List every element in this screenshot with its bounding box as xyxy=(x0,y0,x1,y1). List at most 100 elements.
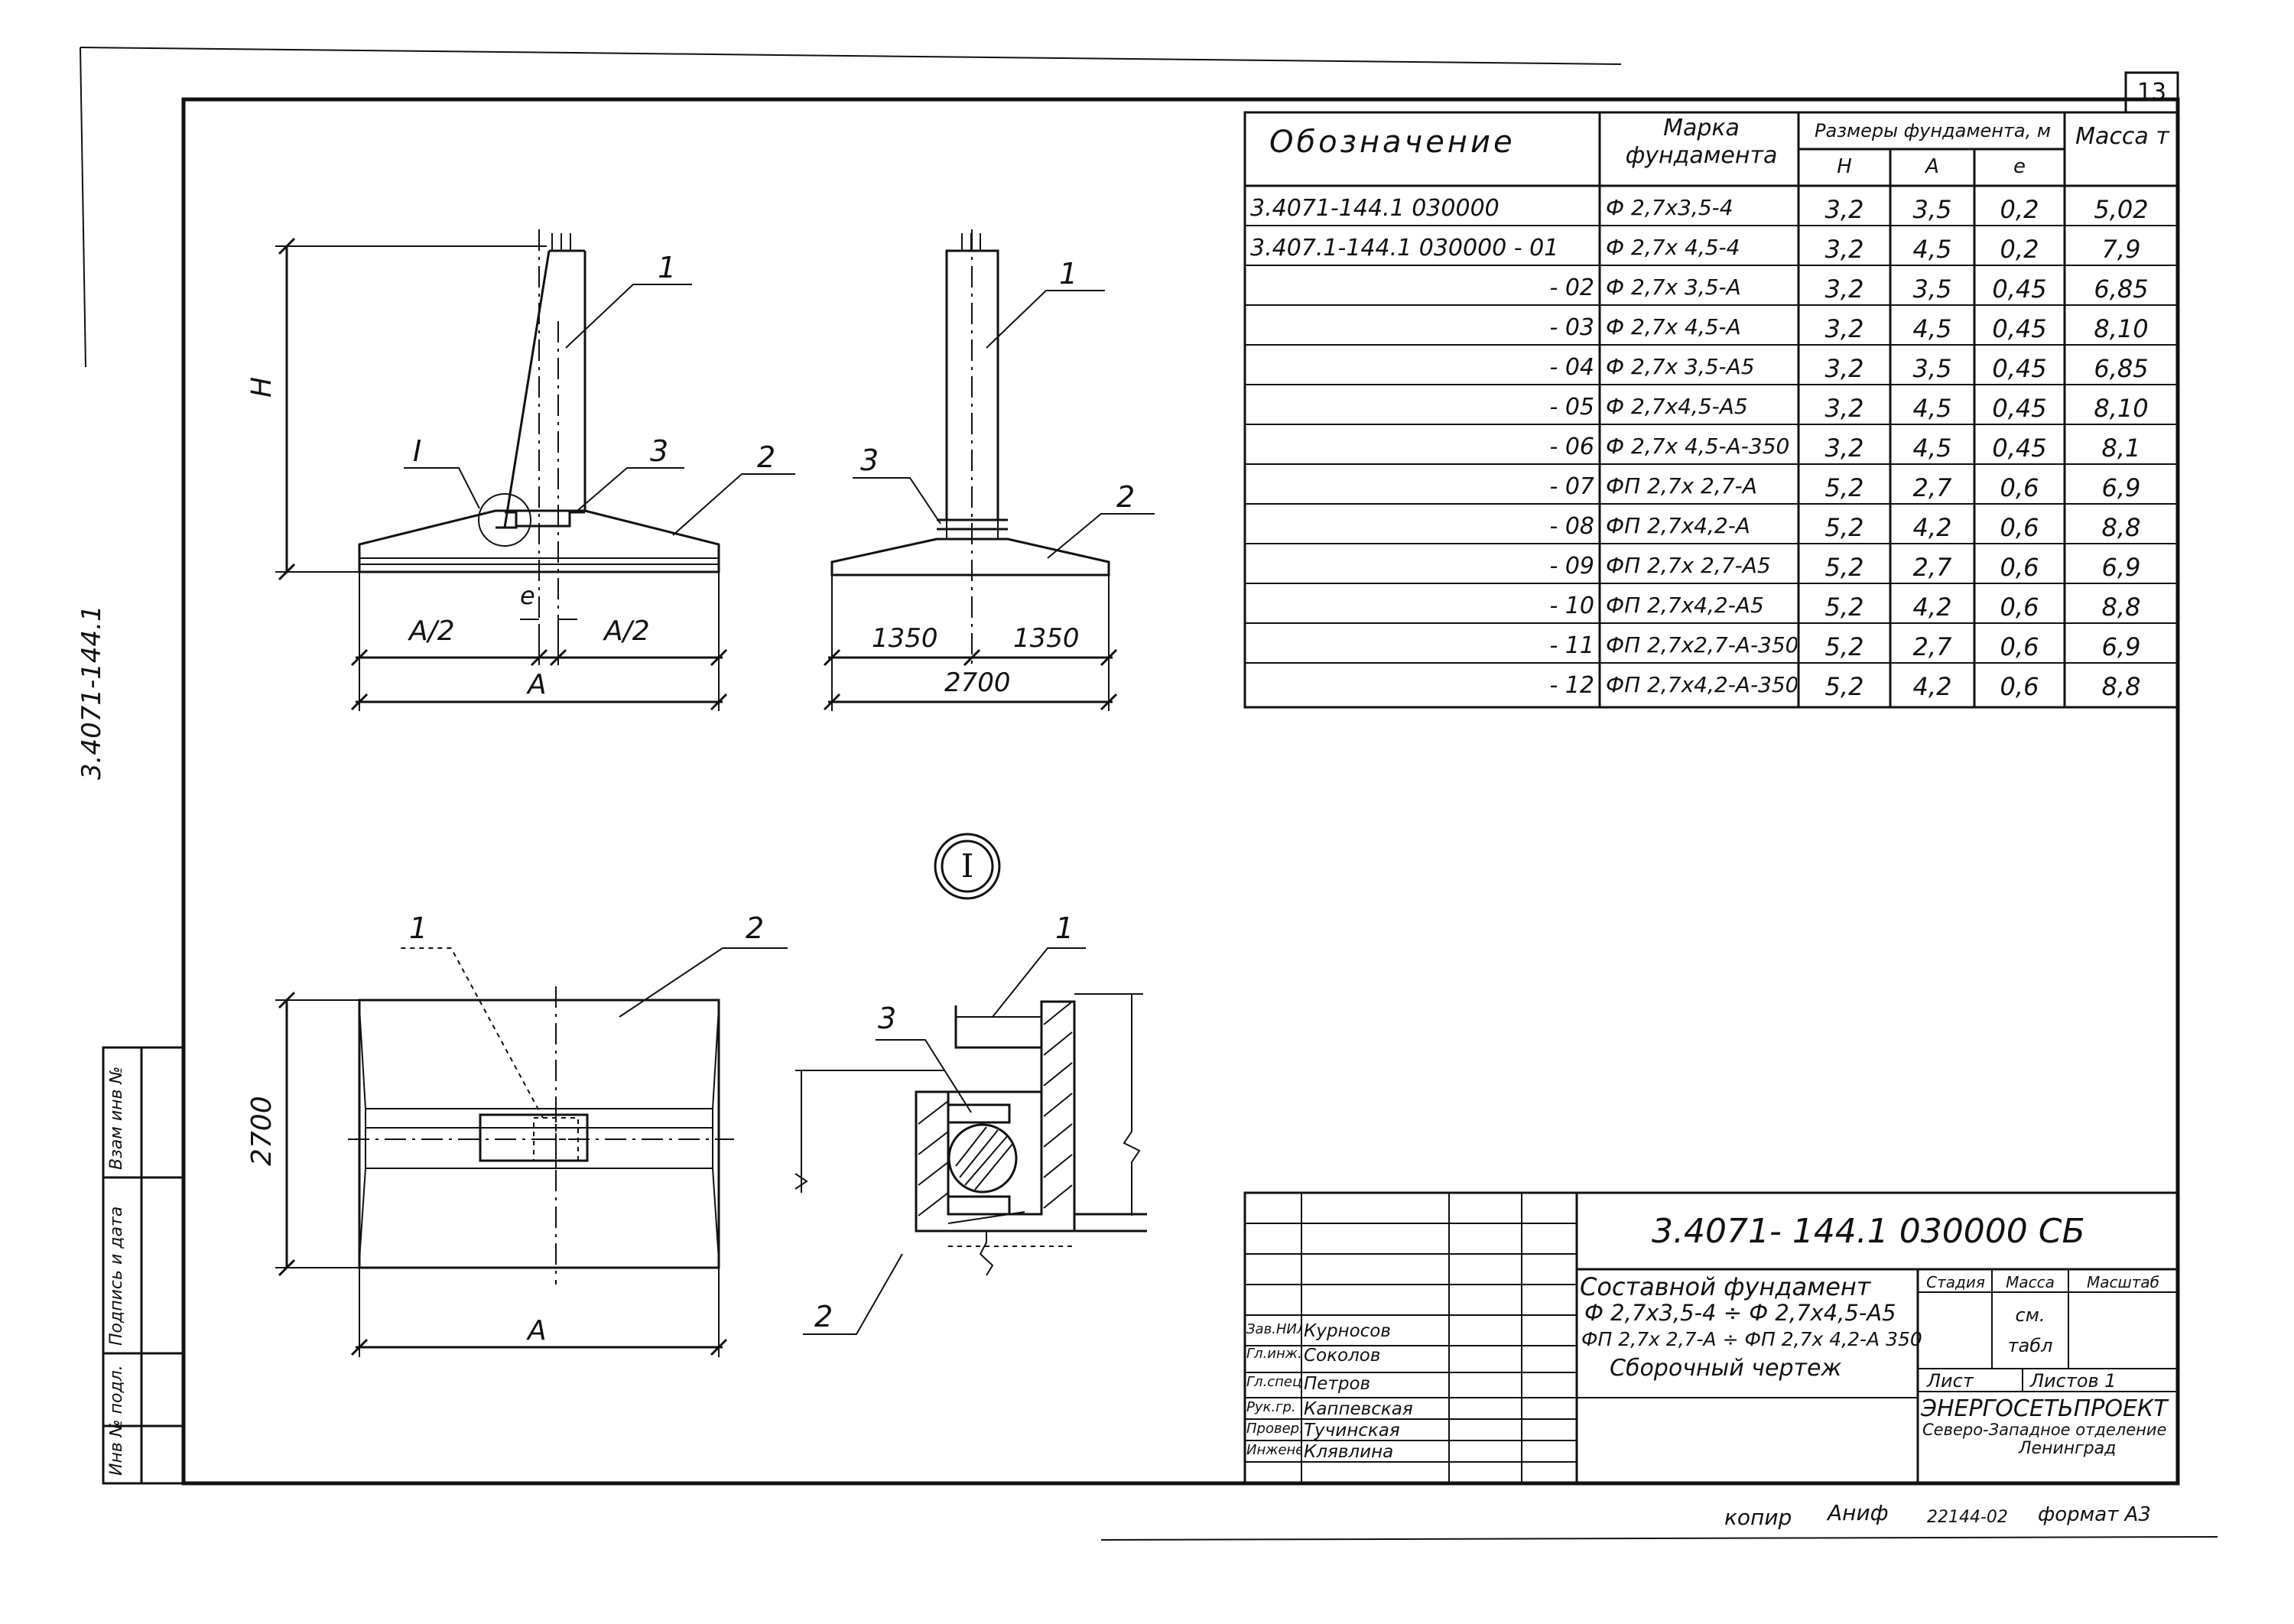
cell-code: 3.4071-144.1 030000 xyxy=(1250,195,1500,222)
cell-a: 4,2 xyxy=(1912,513,1952,542)
staff-role: Гл.спец. xyxy=(1246,1374,1301,1390)
strip-podpis: Подпись и дата xyxy=(107,1206,126,1346)
cell-mark: ФП 2,7х2,7-А-350 xyxy=(1606,632,1797,658)
specification-table xyxy=(1243,111,2179,709)
cell-massa: 5,02 xyxy=(2094,195,2149,224)
header-oboznachenie: Обозначение xyxy=(1269,125,1516,160)
sheet-number: 13 xyxy=(2136,79,2167,106)
cell-massa: 7,9 xyxy=(2101,235,2141,264)
staff-role: Провер. xyxy=(1246,1421,1301,1437)
cell-mark: Ф 2,7х 4,5-А xyxy=(1606,314,1741,339)
cell-code: - 09 xyxy=(1549,553,1594,580)
cell-h: 3,2 xyxy=(1824,235,1864,264)
cell-e: 0,45 xyxy=(1992,274,2047,304)
staff-name: Петров xyxy=(1304,1374,1371,1394)
detail-i xyxy=(794,833,1147,1335)
label-pos-3: 3 xyxy=(650,434,669,468)
header-massa: Масса т xyxy=(2075,123,2169,150)
main-frame xyxy=(181,97,2180,1486)
title-name-line-4: Сборочный чертеж xyxy=(1610,1355,1842,1382)
label-dim-e: е xyxy=(520,581,535,610)
cell-e: 0,45 xyxy=(1992,434,2047,463)
header-h: Н xyxy=(1837,155,1852,178)
cell-code: 3.407.1-144.1 030000 - 01 xyxy=(1250,235,1559,261)
label-dim-a: А xyxy=(528,669,547,700)
label-massa: Масса xyxy=(2006,1273,2055,1291)
label-listov: Листов 1 xyxy=(2030,1370,2117,1392)
cell-mark: Ф 2,7х 3,5-А xyxy=(1606,274,1741,300)
cell-e: 0,2 xyxy=(2000,195,2039,224)
cell-code: - 12 xyxy=(1549,672,1594,699)
cell-massa: 8,8 xyxy=(2101,513,2141,542)
label-plan-pos-2: 2 xyxy=(746,911,765,945)
cell-a: 4,2 xyxy=(1912,593,1952,622)
cell-h: 5,2 xyxy=(1824,672,1864,701)
label-detail-pos-2: 2 xyxy=(814,1300,833,1333)
cell-h: 3,2 xyxy=(1824,394,1864,423)
cell-e: 0,2 xyxy=(2000,235,2039,264)
header-a: А xyxy=(1925,155,1939,178)
label-plan-dim-a: А xyxy=(528,1315,547,1346)
title-name-line-3: ФП 2,7х 2,7-А ÷ ФП 2,7х 4,2-А 350 xyxy=(1581,1328,1922,1350)
label-stadia: Стадия xyxy=(1926,1273,1985,1291)
org-name: ЭНЕРГОСЕТЬПРОЕКТ xyxy=(1921,1395,2168,1422)
cell-massa: 6,9 xyxy=(2101,473,2141,502)
label-masshtab: Масштаб xyxy=(2086,1273,2160,1291)
strip-vzam: Взам инв № xyxy=(107,1066,126,1170)
cell-code: - 03 xyxy=(1549,314,1594,341)
left-strip-frame xyxy=(102,1046,185,1485)
label-roman-i: I xyxy=(413,434,422,468)
cell-a: 3,5 xyxy=(1912,195,1952,224)
cell-e: 0,6 xyxy=(2000,672,2039,701)
label-side-pos-1: 1 xyxy=(1059,257,1078,291)
cell-mark: ФП 2,7х 2,7-А xyxy=(1606,473,1757,499)
footer-format: формат А3 xyxy=(2038,1503,2151,1526)
cell-e: 0,6 xyxy=(2000,513,2039,542)
detail-marker-i: I xyxy=(960,847,974,885)
cell-massa: 6,85 xyxy=(2094,354,2149,383)
label-dim-1350-left: 1350 xyxy=(872,623,938,654)
cell-code: - 11 xyxy=(1549,632,1594,659)
cell-massa: 8,1 xyxy=(2101,434,2141,463)
staff-role: Гл.инж.пр. xyxy=(1246,1346,1301,1362)
cell-code: - 04 xyxy=(1549,354,1594,381)
header-e: е xyxy=(2013,155,2026,178)
label-side-pos-3: 3 xyxy=(860,443,879,477)
label-detail-pos-3: 3 xyxy=(878,1002,897,1035)
cell-h: 5,2 xyxy=(1824,473,1864,502)
plan-view xyxy=(275,947,788,1357)
header-marka: Марка фундамента xyxy=(1625,115,1778,169)
title-name-line-1: Составной фундамент xyxy=(1580,1272,1871,1301)
cell-e: 0,45 xyxy=(1992,314,2047,343)
staff-role: Инженер xyxy=(1246,1442,1301,1458)
label-dim-2700: 2700 xyxy=(944,667,1011,698)
header-razmery: Размеры фундамента, м xyxy=(1815,120,2051,141)
cell-a: 4,5 xyxy=(1912,434,1952,463)
cell-mark: Ф 2,7х4,5-А5 xyxy=(1606,394,1748,419)
cell-mark: ФП 2,7х4,2-А-350 xyxy=(1606,672,1797,697)
cell-massa: 8,8 xyxy=(2101,593,2141,622)
cell-a: 4,5 xyxy=(1912,314,1952,343)
cell-mark: ФП 2,7х4,2-А5 xyxy=(1606,593,1764,618)
cell-mark: ФП 2,7х4,2-А xyxy=(1606,513,1750,538)
cell-h: 3,2 xyxy=(1824,195,1864,224)
massa-value: см. табл xyxy=(2007,1304,2053,1356)
cell-massa: 8,10 xyxy=(2094,314,2149,343)
label-dim-a2-left: А/2 xyxy=(409,615,455,647)
label-dim-a2-right: А/2 xyxy=(604,615,650,647)
cell-mark: Ф 2,7х 3,5-А5 xyxy=(1606,354,1755,379)
cell-mark: Ф 2,7х 4,5-4 xyxy=(1606,235,1740,260)
staff-name: Тучинская xyxy=(1304,1421,1400,1440)
label-side-pos-2: 2 xyxy=(1116,480,1136,514)
footer-kopir-name: Аниф xyxy=(1828,1500,1889,1525)
cell-e: 0,45 xyxy=(1992,354,2047,383)
cell-h: 5,2 xyxy=(1824,593,1864,622)
cell-h: 3,2 xyxy=(1824,434,1864,463)
label-pos-1: 1 xyxy=(658,251,677,284)
cell-h: 3,2 xyxy=(1824,354,1864,383)
cell-a: 4,5 xyxy=(1912,394,1952,423)
staff-role: Рук.гр. xyxy=(1246,1399,1296,1415)
side-document-code: 3.4071-144.1 xyxy=(76,605,107,780)
cell-mark: ФП 2,7х 2,7-А5 xyxy=(1606,553,1771,578)
staff-name: Клявлина xyxy=(1304,1442,1394,1462)
